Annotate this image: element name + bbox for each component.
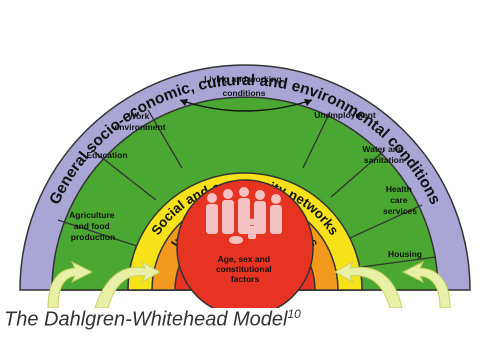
people-silhouettes-icon xyxy=(206,187,282,244)
dahlgren-whitehead-diagram: General socio-economic, cultural and env… xyxy=(19,64,471,308)
segment-education: Education xyxy=(86,150,127,160)
figure-caption: The Dahlgren-Whitehead Model10 xyxy=(4,307,301,332)
segment-unemployment: Unemployment xyxy=(314,110,376,120)
segment-health-care: Health care services xyxy=(383,184,417,216)
segment-dividers xyxy=(57,109,437,269)
segment-housing: Housing xyxy=(388,249,422,259)
feedback-arrows-icon xyxy=(47,260,451,308)
living-conditions-label: Living and working conditions xyxy=(204,74,284,98)
living-conditions-arrow xyxy=(179,99,313,112)
segment-work-environment: Work environment xyxy=(114,111,165,132)
caption-text: The Dahlgren-Whitehead Model xyxy=(4,308,288,331)
caption-superscript: 10 xyxy=(287,307,301,321)
core-label: Age, sex and constitutional factors xyxy=(216,254,274,284)
segment-water-sanitation: Water and sanitation xyxy=(362,144,405,165)
segment-agriculture: Agriculture and food production xyxy=(69,210,117,242)
